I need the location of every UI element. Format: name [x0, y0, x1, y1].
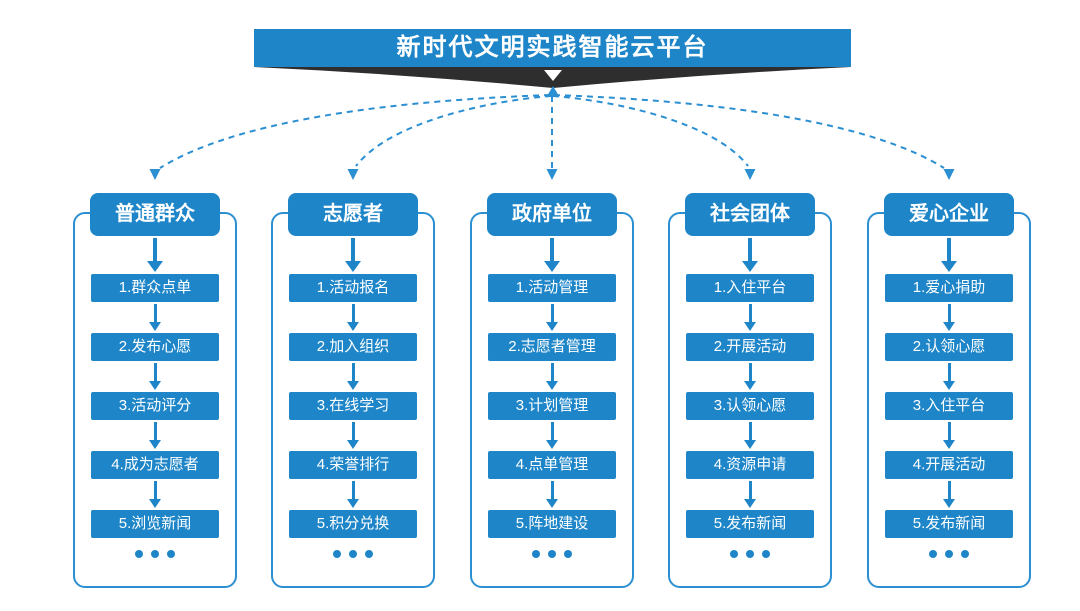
down-arrow-icon	[149, 304, 161, 331]
down-arrow-icon	[943, 304, 955, 331]
column-header: 爱心企业	[884, 193, 1014, 236]
flow-step: 4.荣誉排行	[289, 451, 417, 479]
down-arrow-icon	[149, 481, 161, 508]
down-arrow-icon	[744, 481, 756, 508]
flow-step: 5.阵地建设	[488, 510, 616, 538]
connector-line-5	[553, 94, 945, 169]
connector-arrowhead-icon	[149, 169, 161, 180]
down-arrow-icon	[347, 481, 359, 508]
flow-step: 4.资源申请	[686, 451, 814, 479]
down-arrow-icon	[544, 238, 560, 272]
ellipsis-icon	[532, 550, 572, 558]
down-arrow-icon	[742, 238, 758, 272]
flow-step: 5.积分兑换	[289, 510, 417, 538]
connector-arrowhead-icon	[943, 169, 955, 180]
flow-step: 2.认领心愿	[885, 333, 1013, 361]
connector-line-2	[355, 95, 552, 167]
down-arrow-icon	[149, 363, 161, 390]
flow-step: 4.点单管理	[488, 451, 616, 479]
down-arrow-icon	[546, 481, 558, 508]
column-ordinary-masses: 普通群众 1.群众点单 2.发布心愿 3.活动评分 4.成为志愿者 5.浏览新闻	[73, 190, 237, 595]
column-header: 志愿者	[288, 193, 418, 236]
fan-origin-arrow-icon	[547, 86, 559, 96]
ellipsis-icon	[730, 550, 770, 558]
connector-arrowhead-icon	[347, 169, 359, 180]
flow-step: 2.志愿者管理	[488, 333, 616, 361]
flow-step: 4.开展活动	[885, 451, 1013, 479]
flow-step: 5.发布新闻	[686, 510, 814, 538]
down-arrow-icon	[347, 422, 359, 449]
column-header: 社会团体	[685, 193, 815, 236]
flow-step: 2.开展活动	[686, 333, 814, 361]
flow-step: 3.认领心愿	[686, 392, 814, 420]
column-social-organizations: 社会团体 1.入住平台 2.开展活动 3.认领心愿 4.资源申请 5.发布新闻	[668, 190, 832, 595]
column-caring-enterprises: 爱心企业 1.爱心捐助 2.认领心愿 3.入住平台 4.开展活动 5.发布新闻	[867, 190, 1031, 595]
flow-step: 2.发布心愿	[91, 333, 219, 361]
down-arrow-icon	[744, 304, 756, 331]
down-arrow-icon	[147, 238, 163, 272]
down-arrow-icon	[347, 363, 359, 390]
platform-title-banner: 新时代文明实践智能云平台	[254, 29, 851, 67]
column-volunteers: 志愿者 1.活动报名 2.加入组织 3.在线学习 4.荣誉排行 5.积分兑换	[271, 190, 435, 595]
ribbon-down-arrow-icon	[544, 70, 562, 81]
flow-step: 1.活动管理	[488, 274, 616, 302]
down-arrow-icon	[744, 422, 756, 449]
flow-step: 3.活动评分	[91, 392, 219, 420]
column-header: 普通群众	[90, 193, 220, 236]
flow-step: 3.计划管理	[488, 392, 616, 420]
flow-step: 5.浏览新闻	[91, 510, 219, 538]
ellipsis-icon	[929, 550, 969, 558]
down-arrow-icon	[546, 363, 558, 390]
flow-step: 1.群众点单	[91, 274, 219, 302]
flow-step: 2.加入组织	[289, 333, 417, 361]
ellipsis-icon	[135, 550, 175, 558]
flow-step: 3.在线学习	[289, 392, 417, 420]
flow-step: 4.成为志愿者	[91, 451, 219, 479]
down-arrow-icon	[943, 481, 955, 508]
flow-step: 1.活动报名	[289, 274, 417, 302]
flow-step: 1.入住平台	[686, 274, 814, 302]
flow-step: 3.入住平台	[885, 392, 1013, 420]
down-arrow-icon	[941, 238, 957, 272]
column-government-units: 政府单位 1.活动管理 2.志愿者管理 3.计划管理 4.点单管理 5.阵地建设	[470, 190, 634, 595]
ellipsis-icon	[333, 550, 373, 558]
connector-line-1	[159, 94, 551, 169]
connector-arrowhead-icon	[744, 169, 756, 180]
down-arrow-icon	[345, 238, 361, 272]
connector-line-4	[552, 95, 749, 167]
down-arrow-icon	[943, 422, 955, 449]
flow-step: 1.爱心捐助	[885, 274, 1013, 302]
down-arrow-icon	[546, 422, 558, 449]
flow-step: 5.发布新闻	[885, 510, 1013, 538]
down-arrow-icon	[744, 363, 756, 390]
down-arrow-icon	[943, 363, 955, 390]
down-arrow-icon	[347, 304, 359, 331]
down-arrow-icon	[546, 304, 558, 331]
down-arrow-icon	[149, 422, 161, 449]
column-header: 政府单位	[487, 193, 617, 236]
connector-arrowhead-icon	[546, 169, 558, 180]
